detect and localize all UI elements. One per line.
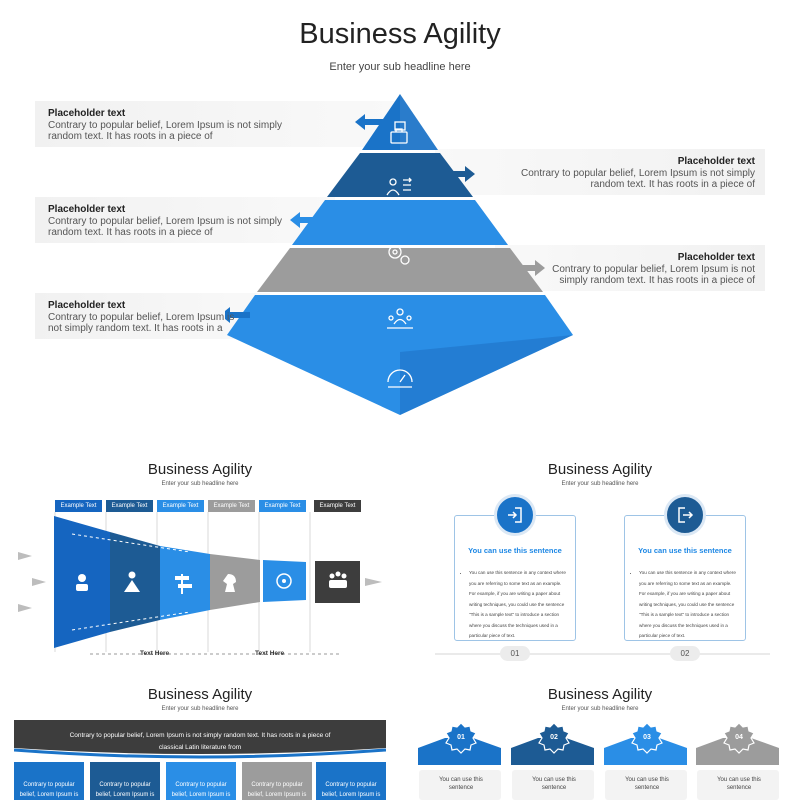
pyramid-layer-3 bbox=[292, 200, 508, 245]
funnel-label-2: Example Text bbox=[106, 500, 153, 512]
arrow-right-4 bbox=[517, 260, 545, 276]
sign-out-icon bbox=[678, 507, 694, 523]
cards-title: Business Agility bbox=[547, 461, 653, 478]
arch-title: Business Agility bbox=[147, 686, 253, 703]
hero-block-5: Placeholder text Contrary to popular bel… bbox=[48, 300, 235, 334]
arch-banner-text: Contrary to popular belief, Lorem Ipsum … bbox=[69, 732, 331, 751]
user-icon bbox=[78, 574, 86, 582]
arrow-left-3 bbox=[290, 212, 320, 228]
step-3-number: 03 bbox=[643, 734, 651, 741]
chess-knight-icon bbox=[223, 574, 236, 592]
hero-block-1: Placeholder text Contrary to popular bel… bbox=[48, 108, 282, 142]
card-2-title: You can use this sentence bbox=[638, 546, 732, 555]
sign-in-icon bbox=[508, 507, 522, 523]
arrow-right-2 bbox=[450, 166, 475, 182]
step-2-number: 02 bbox=[550, 734, 558, 741]
person-balance-icon bbox=[128, 571, 136, 579]
pyramid bbox=[225, 94, 573, 415]
pyramid-layer-2 bbox=[327, 153, 473, 197]
text-bar-1 bbox=[35, 101, 395, 147]
step-1-number: 01 bbox=[457, 734, 465, 741]
hero-block-4: Placeholder text Contrary to popular bel… bbox=[552, 252, 755, 286]
card-2: You can use this sentence You can use th… bbox=[624, 515, 746, 641]
group-icon bbox=[329, 573, 335, 579]
step-3-shape bbox=[604, 722, 687, 800]
step-4-number: 04 bbox=[735, 734, 743, 741]
hero-title: Business Agility bbox=[299, 18, 501, 50]
output-arrow bbox=[365, 578, 382, 586]
arrow-left-1 bbox=[355, 114, 385, 130]
funnel-label-1: Example Text bbox=[55, 500, 102, 512]
target-icon bbox=[276, 573, 292, 589]
funnel-graphic bbox=[18, 512, 382, 655]
arch-subtitle: Enter your sub headline here bbox=[161, 706, 239, 712]
text-bar-2 bbox=[435, 149, 765, 195]
card-2-number: 02 bbox=[670, 646, 700, 661]
card-1-title: You can use this sentence bbox=[468, 546, 562, 555]
funnel-subtitle: Enter your sub headline here bbox=[161, 481, 239, 487]
arrow-left-5 bbox=[225, 307, 250, 323]
speedometer-icon bbox=[387, 369, 413, 388]
funnel-stage-2 bbox=[110, 532, 160, 632]
funnel-label-4: Example Text bbox=[208, 500, 255, 512]
card-1-number: 01 bbox=[500, 646, 530, 661]
funnel-label-5: Example Text bbox=[259, 500, 306, 512]
input-arrow-3 bbox=[18, 604, 32, 612]
team-icon bbox=[387, 308, 413, 329]
arch-banner bbox=[14, 720, 386, 759]
card-1-badge bbox=[494, 494, 536, 536]
gears-icon bbox=[388, 245, 410, 265]
steps-title: Business Agility bbox=[547, 686, 653, 703]
steps-subtitle: Enter your sub headline here bbox=[561, 706, 639, 712]
cards-subtitle: Enter your sub headline here bbox=[561, 481, 639, 487]
card-1-body: You can use this sentence in any context… bbox=[469, 568, 569, 642]
funnel-stage-3 bbox=[160, 546, 210, 620]
person-arrows-icon bbox=[386, 177, 412, 196]
hero-subtitle: Enter your sub headline here bbox=[329, 61, 471, 73]
input-arrow-1 bbox=[18, 552, 32, 560]
hero-block-3: Placeholder text Contrary to popular bel… bbox=[48, 204, 282, 238]
step-1-shape bbox=[418, 722, 501, 800]
funnel-label-6: Example Text bbox=[314, 500, 361, 512]
card-2-badge bbox=[664, 494, 706, 536]
steps-graphic bbox=[418, 722, 779, 800]
funnel-footer-2: Text Here bbox=[255, 650, 285, 657]
cards-timeline bbox=[435, 653, 770, 655]
step-2-shape bbox=[511, 722, 594, 800]
step-4-shape bbox=[696, 722, 779, 800]
input-arrow-2 bbox=[32, 578, 46, 586]
card-2-body: You can use this sentence in any context… bbox=[639, 568, 739, 642]
funnel-footer-1: Text Here bbox=[140, 650, 170, 657]
pyramid-layer-4 bbox=[257, 248, 543, 292]
hero-block-2: Placeholder text Contrary to popular bel… bbox=[521, 156, 755, 190]
text-bar-3 bbox=[35, 197, 335, 243]
briefcase-document-icon bbox=[390, 121, 408, 144]
funnel-label-3: Example Text bbox=[157, 500, 204, 512]
card-1: You can use this sentence You can use th… bbox=[454, 515, 576, 641]
funnel-title: Business Agility bbox=[147, 461, 253, 478]
